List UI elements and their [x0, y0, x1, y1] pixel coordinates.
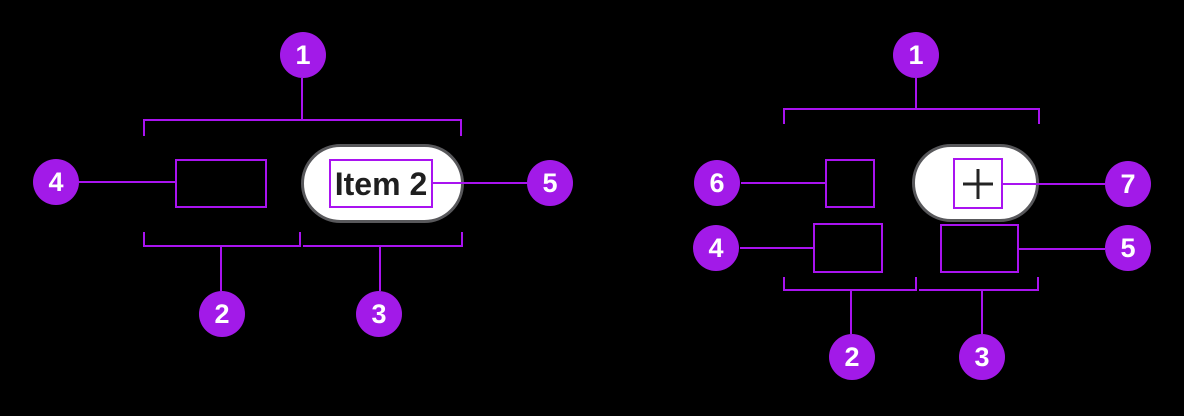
left-callout-2-stem: [220, 247, 222, 291]
left-callout-3-stem: [379, 247, 381, 291]
right-trailing-box: [940, 224, 1019, 273]
right-callout-3-stem: [981, 291, 983, 334]
left-callout-1-stem: [301, 78, 303, 120]
right-callout-5-line: [1019, 248, 1105, 250]
plus-icon: [955, 160, 1001, 207]
left-callout-3: 3: [356, 291, 402, 337]
right-callout-7-line: [1003, 183, 1105, 185]
left-callout-4-line: [79, 181, 175, 183]
right-callout-2-stem: [850, 291, 852, 334]
left-callout-2: 2: [199, 291, 245, 337]
right-leading-box: [813, 223, 883, 273]
chip-label: Item 2: [334, 165, 428, 202]
right-callout-5: 5: [1105, 225, 1151, 271]
right-callout-1-stem: [915, 78, 917, 109]
right-bottom-bracket-trailing: [919, 277, 1039, 291]
right-bottom-bracket-leading: [783, 277, 917, 291]
left-bottom-bracket-chip: [303, 232, 463, 247]
left-callout-1: 1: [280, 32, 326, 78]
left-callout-4: 4: [33, 159, 79, 205]
right-callout-7: 7: [1105, 161, 1151, 207]
left-bottom-bracket-leading: [143, 232, 301, 247]
right-top-bracket: [783, 108, 1040, 124]
right-callout-1: 1: [893, 32, 939, 78]
left-leading-element-box: [175, 159, 267, 208]
right-icon-placeholder-box: [825, 159, 875, 208]
add-chip-icon-box: [953, 158, 1003, 209]
right-callout-4-line: [740, 247, 813, 249]
right-callout-2: 2: [829, 334, 875, 380]
left-top-bracket: [143, 119, 462, 136]
chip-label-box: Item 2: [329, 159, 433, 208]
left-callout-5-line: [432, 182, 527, 184]
right-callout-6-line: [741, 182, 825, 184]
left-callout-5: 5: [527, 160, 573, 206]
right-callout-4: 4: [693, 225, 739, 271]
right-callout-6: 6: [694, 160, 740, 206]
right-callout-3: 3: [959, 334, 1005, 380]
